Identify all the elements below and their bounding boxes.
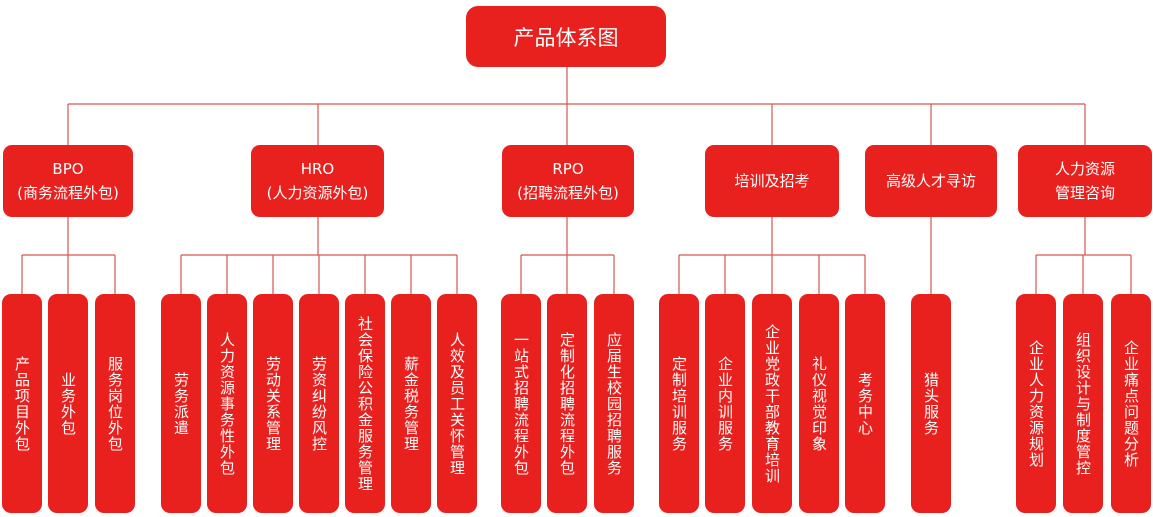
leaf-node: 企业党政干部教育培训 [752, 294, 792, 513]
category-training: 培训及招考 [705, 145, 839, 217]
category-consulting: 人力资源 管理咨询 [1018, 145, 1152, 217]
leaf-node: 劳动关系管理 [253, 294, 293, 513]
category-rpo: RPO (招聘流程外包) [502, 145, 634, 217]
category-headhunting: 高级人才寻访 [865, 145, 997, 217]
leaf-node: 礼仪视觉印象 [799, 294, 839, 513]
leaf-node: 企业内训服务 [705, 294, 745, 513]
leaf-node: 薪金税务管理 [391, 294, 431, 513]
category-hro: HRO (人力资源外包) [251, 145, 384, 217]
leaf-node: 业务外包 [48, 294, 88, 513]
leaf-node: 劳务派遣 [161, 294, 201, 513]
leaf-node: 企业人力资源规划 [1016, 294, 1056, 513]
leaf-node: 人力资源事务性外包 [207, 294, 247, 513]
leaf-node: 社会保险公积金服务管理 [345, 294, 385, 513]
leaf-node: 考务中心 [845, 294, 885, 513]
leaf-node: 组织设计与制度管控 [1063, 294, 1103, 513]
leaf-node: 应届生校园招聘服务 [594, 294, 634, 513]
leaf-node: 服务岗位外包 [95, 294, 135, 513]
leaf-node: 人效及员工关怀管理 [437, 294, 477, 513]
leaf-node: 一站式招聘流程外包 [501, 294, 541, 513]
root-node: 产品体系图 [466, 6, 666, 67]
leaf-node: 产品项目外包 [2, 294, 42, 513]
leaf-node: 劳资纠纷风控 [299, 294, 339, 513]
leaf-node: 定制化招聘流程外包 [547, 294, 587, 513]
leaf-node: 猎头服务 [911, 294, 951, 513]
leaf-node: 定制培训服务 [659, 294, 699, 513]
leaf-node: 企业痛点问题分析 [1111, 294, 1151, 513]
category-bpo: BPO (商务流程外包) [3, 145, 133, 217]
